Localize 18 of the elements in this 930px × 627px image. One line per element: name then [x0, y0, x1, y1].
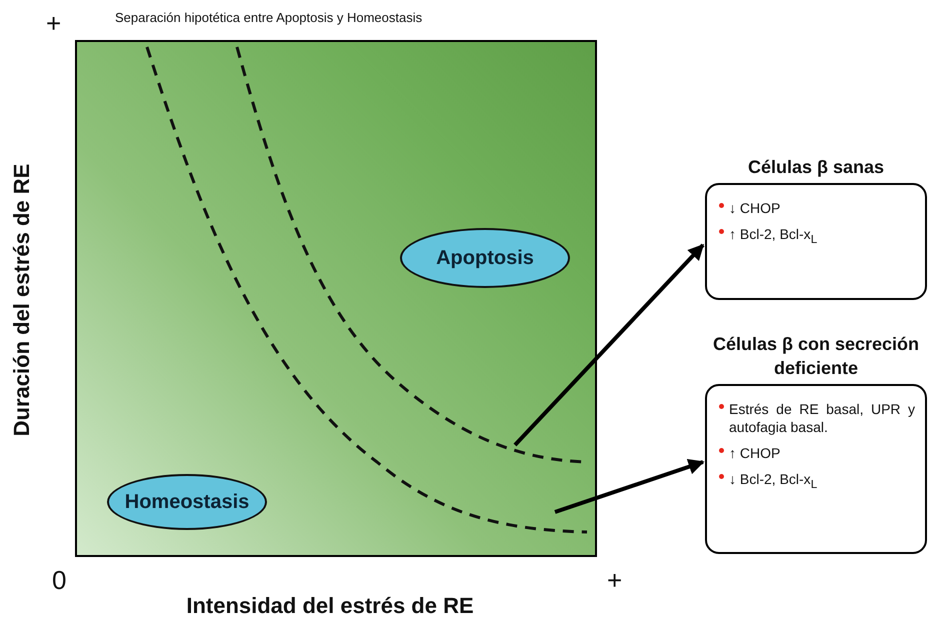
card-heading: Células β sanas: [746, 156, 886, 179]
axis-title: Intensidad del estrés de RE: [186, 593, 474, 619]
list-text: ↑ Bcl-2, Bcl-x$_{L}$: [729, 225, 818, 248]
list-text: ↓ CHOP: [729, 199, 780, 217]
plus-sign: +: [46, 8, 62, 39]
arrow: [514, 244, 704, 446]
card-heading: Células β con secreción deficiente: [712, 333, 920, 380]
list-text: ↓ Bcl-2, Bcl-x$_{L}$: [729, 470, 818, 493]
plot-area: [75, 40, 597, 557]
list-text: Estrés de RE basal, UPR y autofagia basal.: [729, 400, 915, 436]
axis-tick: 0: [52, 565, 66, 596]
arrow: [554, 459, 705, 514]
list-text: ↑ CHOP: [729, 444, 780, 462]
chart-title: Separación hipotética entre Apoptosis y Homeostasis: [115, 10, 422, 25]
plus-sign: +: [607, 565, 622, 596]
region-label: Homeostasis: [124, 490, 250, 514]
region-label: Apoptosis: [436, 246, 534, 270]
axis-title: Duración del estrés de RE: [9, 164, 35, 436]
